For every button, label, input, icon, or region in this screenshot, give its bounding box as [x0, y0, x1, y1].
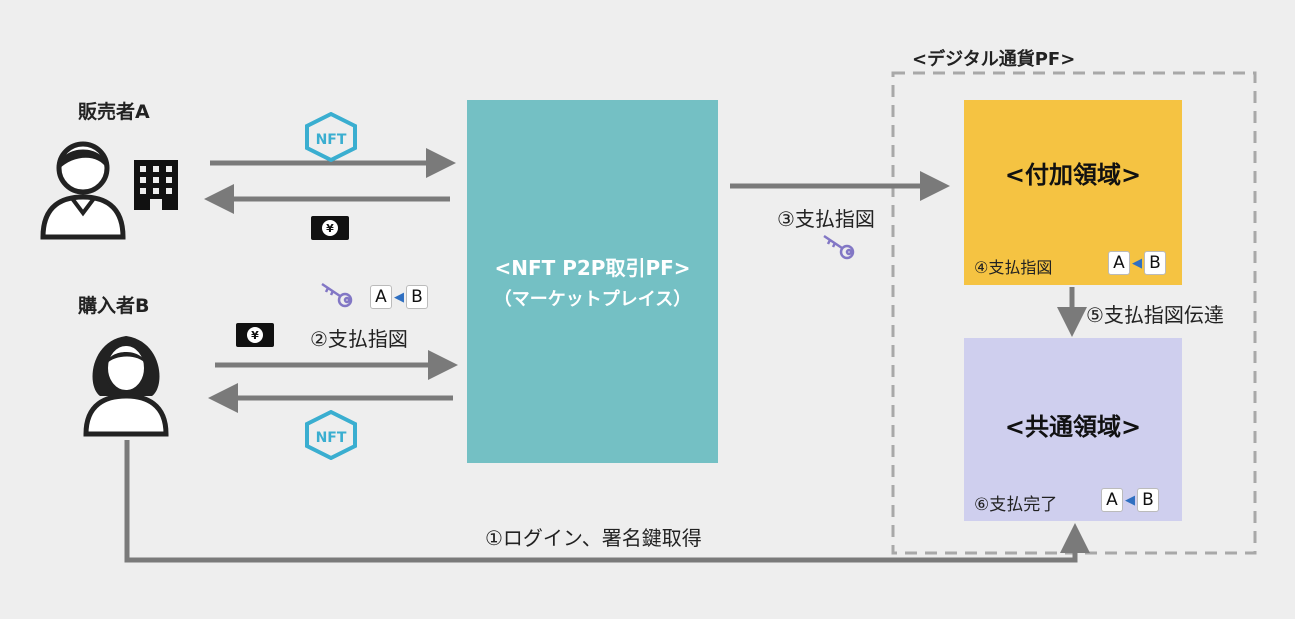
- buyer-label: 購入者B: [78, 295, 150, 317]
- additional-domain-step: ④支払指図: [974, 258, 1053, 277]
- step2-label: ②支払指図: [310, 327, 408, 351]
- additional-domain-title: <付加領域>: [1004, 161, 1142, 189]
- transfer-arrow-icon: ◀: [394, 289, 404, 305]
- transfer-from: A: [370, 285, 392, 309]
- svg-text:NFT: NFT: [316, 430, 347, 446]
- transfer-from: A: [1101, 488, 1123, 512]
- transfer-to: B: [1144, 251, 1166, 275]
- transfer-from: A: [1108, 251, 1130, 275]
- transfer-arrow-icon: ◀: [1132, 255, 1142, 271]
- transfer-badge: A ◀ B: [1101, 488, 1159, 512]
- common-domain-box: <共通領域>: [964, 338, 1182, 521]
- seller-label: 販売者A: [78, 101, 150, 123]
- nft-platform-title: <NFT P2P取引PF>: [494, 256, 691, 280]
- additional-domain-box: <付加領域>: [964, 100, 1182, 285]
- transfer-badge: A ◀ B: [1108, 251, 1166, 275]
- seller-person-icon: [40, 141, 126, 240]
- nft-platform-subtitle: （マーケットプレイス）: [493, 289, 692, 310]
- login-path-arrow: [124, 440, 1090, 563]
- transfer-to: B: [1137, 488, 1159, 512]
- step1-label: ①ログイン、署名鍵取得: [485, 526, 702, 550]
- common-domain-step: ⑥支払完了: [974, 495, 1058, 515]
- key-icon: [823, 234, 855, 260]
- step5-label: ⑤支払指図伝達: [1086, 303, 1224, 327]
- transfer-to: B: [406, 285, 428, 309]
- building-icon: [134, 160, 178, 210]
- transfer-arrow-icon: ◀: [1125, 492, 1135, 508]
- digital-currency-pf-label: <デジタル通貨PF>: [912, 49, 1076, 70]
- svg-text:NFT: NFT: [316, 132, 347, 148]
- yen-note-icon: ¥: [236, 323, 274, 347]
- nft-logo-icon: NFT: [303, 409, 359, 461]
- nft-logo-icon: NFT: [303, 111, 359, 163]
- common-domain-title: <共通領域>: [1004, 413, 1142, 441]
- step3-label: ③支払指図: [777, 207, 875, 231]
- nft-p2p-platform-box: <NFT P2P取引PF> （マーケットプレイス）: [467, 100, 718, 463]
- yen-note-icon: ¥: [311, 216, 349, 240]
- buyer-person-icon: [83, 336, 169, 437]
- key-icon: [321, 282, 353, 308]
- transfer-badge: A ◀ B: [370, 285, 428, 309]
